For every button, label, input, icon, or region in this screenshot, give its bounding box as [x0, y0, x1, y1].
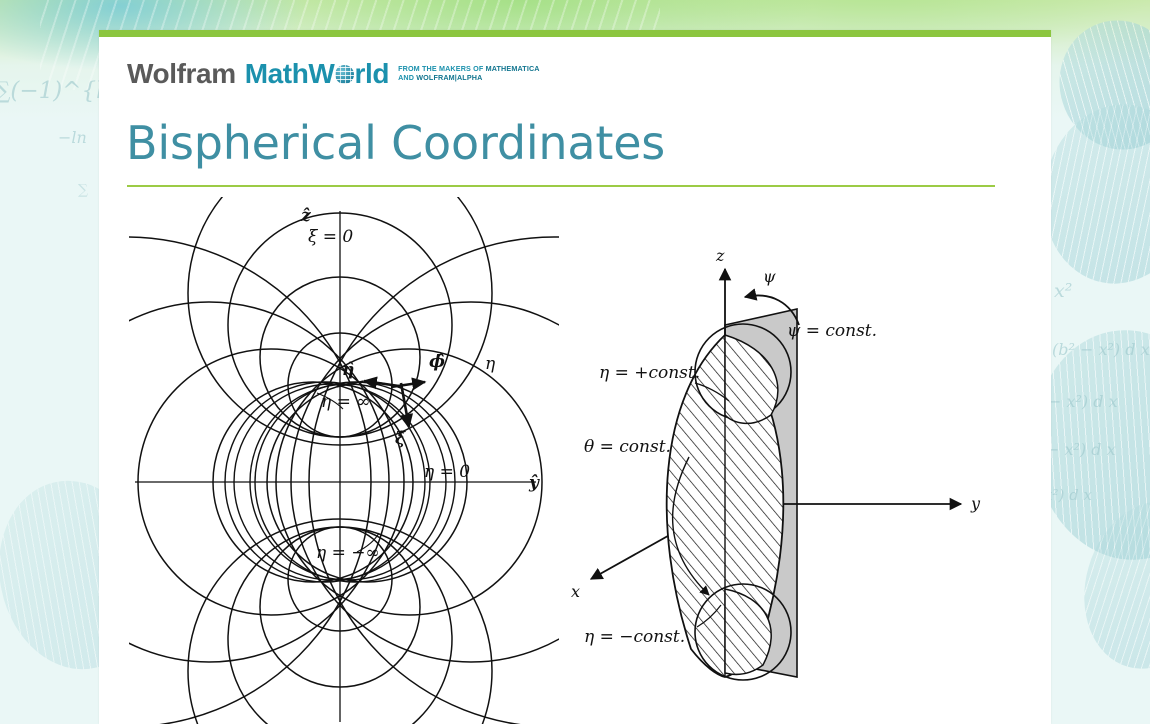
background-formula: ∑ — [78, 182, 88, 198]
label-eta-plus-const: η = +const. — [599, 363, 700, 383]
label-eta-infinity: η = ∞ — [321, 392, 370, 412]
left-unit-vectors — [336, 376, 427, 429]
right-figure-3d: z y x — [571, 246, 981, 681]
label-psi-const: ψ = const. — [787, 321, 877, 341]
right-x-axis-label: x — [571, 582, 580, 601]
background-formula: (b² − x²) d x — [1052, 340, 1150, 359]
logo-tagline-line-2: AND WOLFRAM|ALPHA — [398, 73, 540, 82]
left-z-axis-label: ẑ — [300, 206, 311, 226]
tagline-line2-bold: WOLFRAM|ALPHA — [416, 73, 483, 82]
label-unit-xi: ξ̂ — [395, 429, 406, 449]
background-formula: − x²) d x — [1046, 440, 1116, 459]
logo-mathworld-text: MathW rld — [244, 58, 390, 89]
logo-mathworld-prefix: MathW — [244, 58, 335, 89]
page-title: Bispherical Coordinates — [126, 116, 666, 170]
background-formula: − x²) d x — [1048, 392, 1118, 411]
label-psi: ψ — [763, 267, 776, 286]
label-unit-phi: ϕ̂ — [429, 352, 445, 372]
unit-vector-xi-arrow — [399, 382, 414, 429]
tagline-line2-plain: AND — [398, 73, 417, 82]
label-xi-zero: ξ = 0 — [308, 227, 353, 247]
logo-tagline-line-1: FROM THE MAKERS OF MATHEMATICA — [398, 64, 540, 73]
bispherical-coordinates-figure: ẑ ŷ ξ = 0 η = ∞ η = −∞ η = 0 η — [129, 197, 981, 724]
right-y-axis-label: y — [970, 494, 981, 513]
tagline-line1-bold: MATHEMATICA — [485, 64, 540, 73]
eta-minus-const-cap — [724, 588, 772, 676]
site-logo[interactable]: Wolfram MathW rld FROM THE MAKERS OF MAT… — [127, 60, 540, 88]
label-unit-eta: η̂ — [342, 360, 354, 380]
figure-area: ẑ ŷ ξ = 0 η = ∞ η = −∞ η = 0 η — [99, 197, 1051, 724]
label-eta-minus-const: η = −const. — [584, 627, 685, 647]
background-formula: −ln — [58, 128, 87, 147]
psi-rotation-arrow — [743, 288, 800, 326]
title-divider — [127, 185, 995, 187]
label-eta-zero: η = 0 — [424, 462, 470, 482]
eta-minus-const-sphere — [694, 583, 792, 681]
background-surface-blob — [1042, 4, 1150, 166]
label-eta-negative-infinity: η = −∞ — [316, 543, 380, 563]
logo-mathworld-suffix: rld — [354, 58, 390, 89]
background-formula: x²) d x — [1044, 486, 1092, 504]
background-formula: x² — [1054, 280, 1073, 302]
content-card: Wolfram MathW rld FROM THE MAKERS OF MAT… — [99, 30, 1051, 724]
label-eta: η — [485, 354, 496, 374]
left-y-axis-label: ŷ — [528, 473, 540, 493]
background-surface-blob — [1065, 485, 1150, 685]
right-z-axis-label: z — [715, 246, 725, 265]
label-theta-const: θ = const. — [584, 437, 671, 457]
logo-tagline: FROM THE MAKERS OF MATHEMATICA AND WOLFR… — [398, 64, 540, 82]
globe-icon — [334, 65, 354, 84]
theta-const-leader — [671, 456, 710, 596]
unit-vector-eta-arrow — [362, 376, 400, 390]
left-figure-curves — [129, 197, 559, 724]
eta-plus-const-cap — [724, 333, 779, 425]
tagline-line1-plain: FROM THE MAKERS OF — [398, 64, 486, 73]
logo-wolfram-text: Wolfram — [127, 58, 236, 89]
